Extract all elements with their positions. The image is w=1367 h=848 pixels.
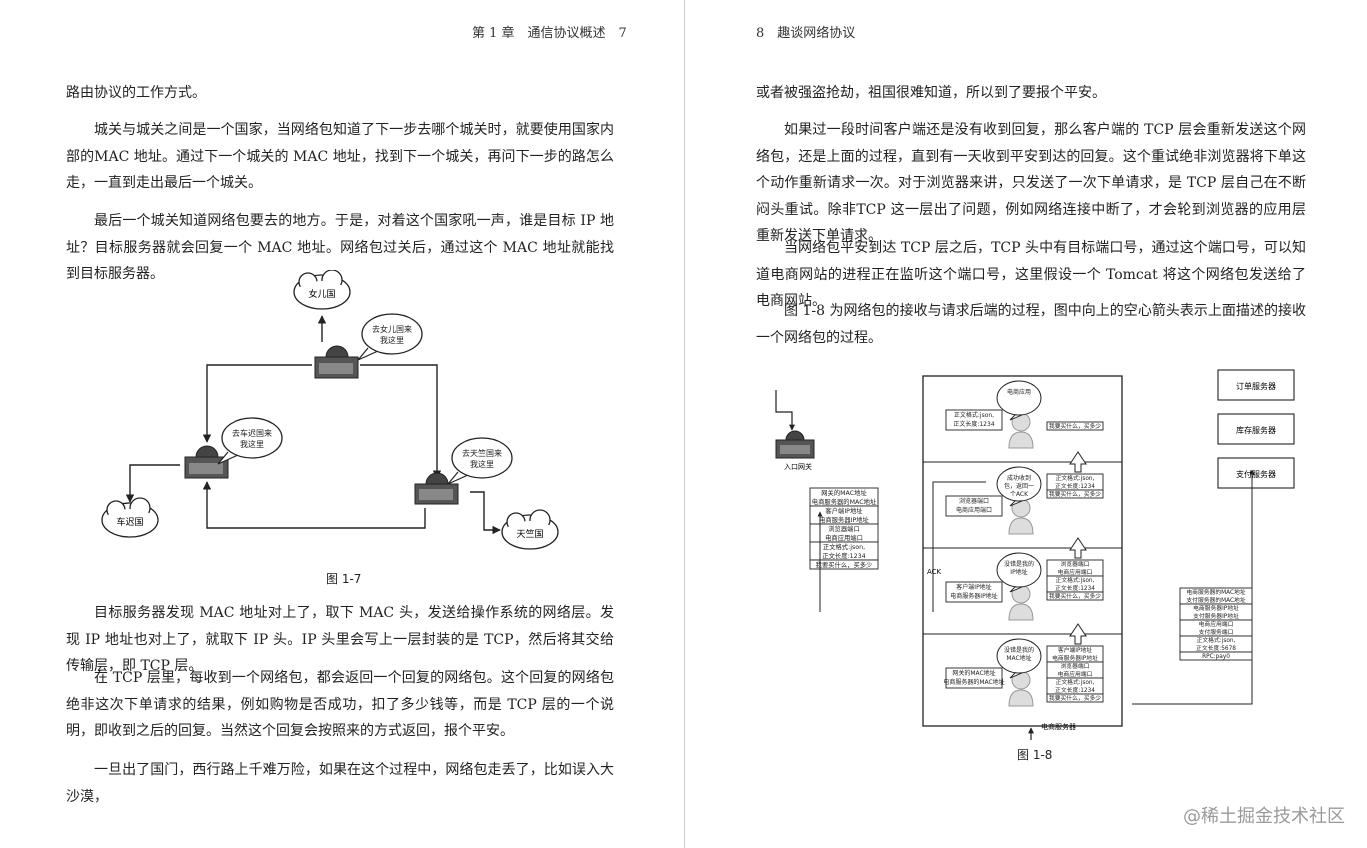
rpc-stack: 电商服务器的MAC地址支付服务器的MAC地址电商服务器IP地址支付服务器IP地址… <box>1179 587 1253 661</box>
right-paragraph-3: 当网络包平安到达 TCP 层之后，TCP 头中有目标端口号，通过这个端口号，可以… <box>756 240 1306 309</box>
speech-bubble-2: 去车迟国来我这里 <box>217 417 283 465</box>
figure-1-8: 入口网关 网关的MAC地址电商服务器的MAC地址客户端IP地址电商服务器IP地址… <box>775 369 1295 740</box>
service-box-3: 支付服务器 <box>1217 457 1295 489</box>
gateway-building <box>775 430 815 459</box>
layer-3-stack-row-1: 浏览器端口电商应用端口 <box>1058 560 1093 576</box>
rpc-stack-row-3: 电商应用端口支付服务端口 <box>1199 620 1234 636</box>
packet-stack-row-1: 网关的MAC地址电商服务器的MAC地址 <box>812 488 877 506</box>
rpc-stack-row-4: 正文格式:json,正文长度:5678 <box>1196 636 1236 652</box>
figure-1-8-caption: 图 1-8 <box>1017 748 1053 762</box>
speech-bubble-1: 去女儿国来我这里 <box>357 313 423 361</box>
left-paragraph-4: 目标服务器发现 MAC 地址对上了，取下 MAC 头，发送给操作系统的网络层。发… <box>66 605 614 674</box>
packet-stack-row-4: 正文格式:json,正文长度:1234 <box>822 542 865 560</box>
speech-bubble-text-1: 去女儿国来我这里 <box>372 324 412 345</box>
server-layer-2: 成功收到包，返回一个ACK 浏览器端口电商应用端口 正文格式:json,正文长度:1… <box>945 451 1104 535</box>
cloud-2: 车迟国 <box>101 497 159 538</box>
figure-1-7-caption: 图 1-7 <box>326 572 362 586</box>
service-label-1: 订单服务器 <box>1236 381 1276 391</box>
country-building-tianzhuguo <box>414 472 459 505</box>
cloud-1: 女儿国 <box>293 270 351 310</box>
layer-bubble-text-1: 电商应用 <box>1007 388 1031 396</box>
layer-left-box-2: 浏览器端口电商应用端口 <box>956 497 992 514</box>
rpc-stack-row-5: RPC:pay0 <box>1202 654 1230 660</box>
left-paragraph-2: 城关与城关之间是一个国家，当网络包知道了下一步去哪个城关时，就要使用国家内部的M… <box>66 122 614 191</box>
left-paragraph-6: 一旦出了国门，西行路上千难万险，如果在这个过程中，网络包走丢了，比如误入大沙漠， <box>66 762 614 805</box>
packet-stack-row-2: 客户端IP地址电商服务器IP地址 <box>819 506 869 524</box>
left-page: 第 1 章 通信协议概述 7 路由协议的工作方式。 城关与城关之间是一个国家，当… <box>66 26 627 805</box>
country-building-chechiguo <box>184 445 229 479</box>
layer-2-stack-row-2: 我要买什么，买多少 <box>1049 490 1101 498</box>
right-page-header: 8 趣谈网络协议 <box>756 26 856 41</box>
gateway-label: 入口网关 <box>784 462 812 471</box>
cloud-label-1: 女儿国 <box>308 288 335 300</box>
country-building-nuerguo <box>314 345 359 379</box>
right-paragraph-2: 如果过一段时间客户端还是没有收到回复，那么客户端的 TCP 层会重新发送这个网络… <box>756 122 1306 244</box>
speech-bubble-text-3: 去天竺国来我这里 <box>462 448 502 469</box>
layer-left-box-4: 网关的MAC地址电商服务器的MAC地址 <box>943 669 1004 686</box>
layer-3-stack-row-3: 我要买什么，买多少 <box>1049 592 1101 600</box>
right-page: 8 趣谈网络协议 或者被强盗抢劫，祖国很难知道，所以到了要报个平安。 如果过一段… <box>686 0 1367 848</box>
right-paragraph-1: 或者被强盗抢劫，祖国很难知道，所以到了要报个平安。 <box>756 85 1106 101</box>
rpc-stack-row-1: 电商服务器的MAC地址支付服务器的MAC地址 <box>1186 588 1245 604</box>
service-label-2: 库存服务器 <box>1236 425 1276 435</box>
service-label-3: 支付服务器 <box>1236 469 1276 479</box>
left-page-header: 第 1 章 通信协议概述 7 <box>472 26 627 41</box>
layer-4-stack-row-3: 正文格式:json,正文长度:1234 <box>1055 678 1095 694</box>
cloud-label-2: 车迟国 <box>116 516 143 528</box>
service-box-1: 订单服务器 <box>1217 369 1295 401</box>
layer-3-stack-row-2: 正文格式:json,正文长度:1234 <box>1055 576 1095 592</box>
left-paragraph-5: 在 TCP 层里，每收到一个网络包，都会返回一个回复的网络包。这个回复的网络包绝… <box>66 670 614 739</box>
layer-left-box-1: 正文格式:json,正文长度:1234 <box>953 411 994 428</box>
packet-stack: 网关的MAC地址电商服务器的MAC地址客户端IP地址电商服务器IP地址浏览器端口… <box>809 487 879 570</box>
layer-4-stack-row-4: 我要买什么，买多少 <box>1049 694 1101 702</box>
server-label: 电商服务器 <box>1041 722 1076 731</box>
server-frame <box>922 375 1123 727</box>
watermark: @稀土掘金技术社区 <box>1183 806 1345 827</box>
page-gutter <box>684 0 685 848</box>
layer-1-stack-row-1: 我要买什么，买多少 <box>1049 422 1101 430</box>
layer-4-stack-row-2: 浏览器端口电商应用端口 <box>1058 662 1093 678</box>
layer-bubble-text-2: 成功收到包，返回一个ACK <box>1004 474 1034 498</box>
left-paragraph-3: 最后一个城关知道网络包要去的地方。于是，对着这个国家吼一声，谁是目标 IP 地址… <box>66 213 614 282</box>
service-box-2: 库存服务器 <box>1217 413 1295 445</box>
cloud-3: 天竺国 <box>501 509 559 550</box>
rpc-stack-row-2: 电商服务器IP地址支付服务器IP地址 <box>1193 604 1239 620</box>
cloud-label-3: 天竺国 <box>516 528 543 540</box>
packet-stack-row-5: 我要买什么，买多少 <box>816 560 873 569</box>
right-paragraph-4: 图 1-8 为网络包的接收与请求后端的过程，图中向上的空心箭头表示上面描述的接收… <box>756 303 1306 346</box>
layer-2-stack-row-1: 正文格式:json,正文长度:1234 <box>1055 474 1095 490</box>
ack-label: ACK <box>927 568 942 576</box>
speech-bubble-text-2: 去车迟国来我这里 <box>232 428 272 449</box>
packet-stack-row-3: 浏览器端口电商应用端口 <box>825 524 863 542</box>
layer-4-stack-row-1: 客户端IP地址电商服务器IP地址 <box>1052 646 1098 662</box>
left-paragraph-1: 路由协议的工作方式。 <box>66 85 206 101</box>
layer-left-box-3: 客户端IP地址电商服务器IP地址 <box>950 583 997 600</box>
speech-bubble-3: 去天竺国来我这里 <box>447 437 513 485</box>
